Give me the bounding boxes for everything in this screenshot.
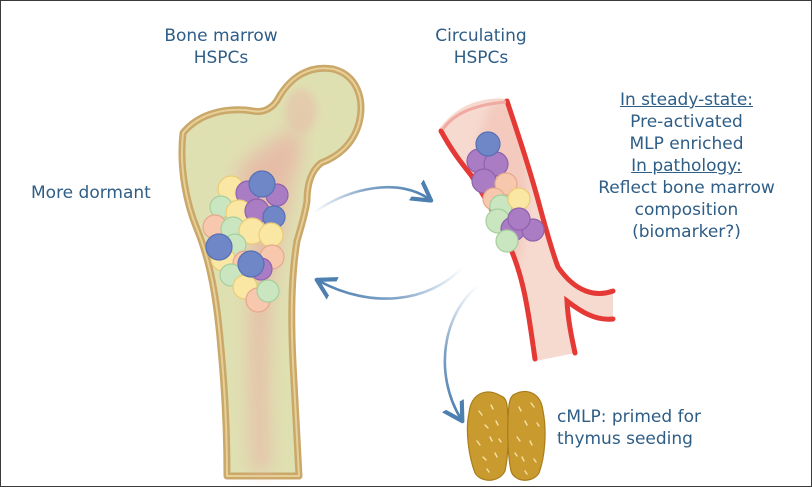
cmlp-line-2: thymus seeding: [557, 428, 701, 450]
circulating-line-2: HSPCs: [421, 47, 541, 69]
bone-marrow-hspcs-label: Bone marrow HSPCs: [161, 25, 281, 69]
pathology-line-3: (biomarker?): [579, 221, 794, 243]
pathology-heading: In pathology:: [579, 155, 794, 177]
steady-state-line-1: Pre-activated: [579, 111, 794, 133]
more-dormant-label: More dormant: [31, 182, 151, 204]
arrow-marrow-to-blood: [313, 187, 429, 213]
circulating-line-1: Circulating: [421, 25, 541, 47]
bone-marrow-line-1: Bone marrow: [161, 25, 281, 47]
circulating-hspcs-label: Circulating HSPCs: [421, 25, 541, 69]
pathology-line-2: composition: [579, 199, 794, 221]
hspc-state-description: In steady-state: Pre-activated MLP enric…: [579, 89, 794, 243]
pathology-line-1: Reflect bone marrow: [579, 177, 794, 199]
cmlp-line-1: cMLP: primed for: [557, 406, 701, 428]
thymus-icon: [467, 392, 545, 481]
cmlp-label: cMLP: primed for thymus seeding: [557, 406, 701, 450]
steady-state-heading: In steady-state:: [579, 89, 794, 111]
arrow-icon: [313, 187, 479, 419]
steady-state-line-2: MLP enriched: [579, 133, 794, 155]
arrow-blood-to-marrow: [319, 267, 463, 299]
bone-marrow-line-2: HSPCs: [161, 47, 281, 69]
